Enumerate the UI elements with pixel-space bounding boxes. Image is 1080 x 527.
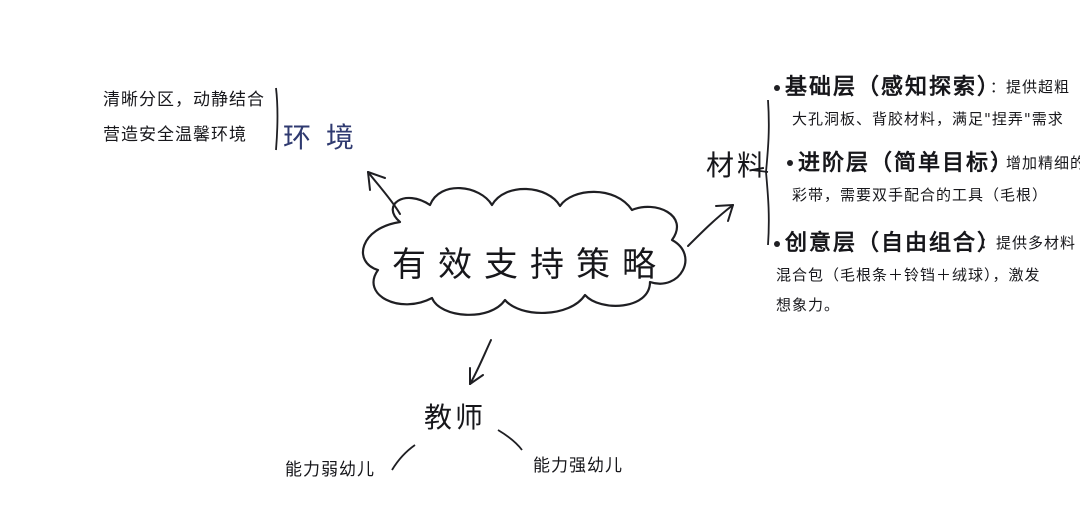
environment-item: 清晰分区，动静结合	[103, 90, 265, 110]
environment-label: 环 境	[283, 121, 357, 154]
materials-brace-tick	[751, 169, 769, 173]
center-cloud-outline	[361, 187, 687, 316]
bullet-dot	[774, 241, 780, 247]
material-level-title: 创意层（自由组合）	[785, 230, 1002, 256]
environment-item: 营造安全温馨环境	[103, 125, 247, 145]
material-level-detail: 彩带，需要双手配合的工具（毛根）	[792, 186, 1049, 204]
material-level-detail: 想象力。	[776, 296, 841, 314]
arrow-to-materials	[687, 204, 734, 247]
arrow-to-environment	[367, 171, 401, 215]
materials-label: 材料	[706, 149, 769, 182]
material-level-desc: ：提供多材料	[980, 234, 1077, 252]
material-level-desc: ：增加精细的	[990, 154, 1080, 172]
teacher-label: 教师	[424, 401, 487, 434]
teacher-branch-left	[391, 444, 416, 471]
material-level-detail: 大孔洞板、背胶材料，满足"捏弄"需求	[792, 110, 1064, 128]
material-level-detail: 混合包（毛根条＋铃铛＋绒球），激发	[776, 266, 1041, 284]
teacher-branch-strong: 能力强幼儿	[533, 456, 623, 476]
arrow-to-teacher	[469, 339, 492, 385]
teacher-branch-right	[497, 429, 523, 451]
bullet-dot	[774, 85, 780, 91]
teacher-branch-weak: 能力弱幼儿	[285, 460, 375, 480]
bullet-dot	[787, 160, 793, 166]
material-level-title: 进阶层（简单目标）	[798, 150, 1015, 176]
material-level-title: 基础层（感知探索）	[785, 74, 1002, 100]
environment-bracket	[275, 87, 279, 151]
center-topic-label: 有效支持策略	[392, 245, 668, 285]
material-level-desc: ：提供超粗	[990, 78, 1071, 96]
